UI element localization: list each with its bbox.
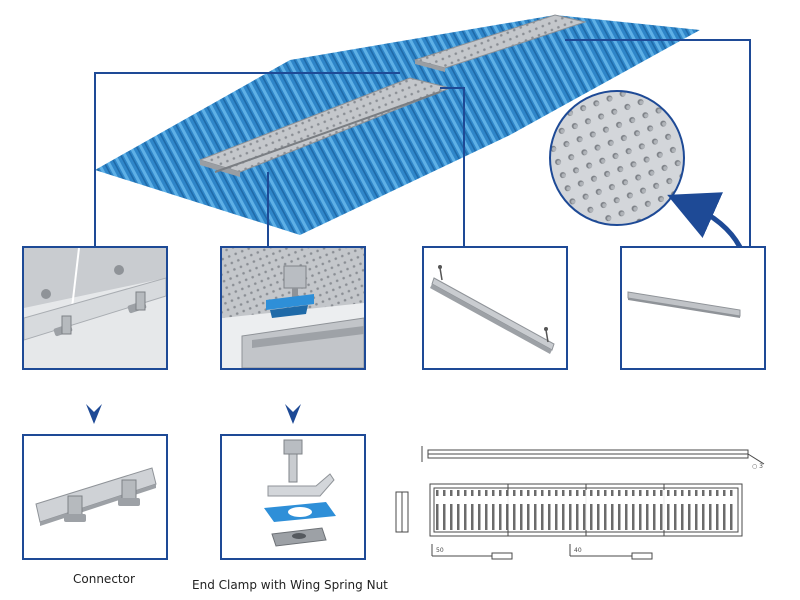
down-arrow-connector <box>86 404 102 424</box>
drawing-dimension-label-2: 40 <box>574 547 582 554</box>
connector-installed-illustration <box>24 248 166 368</box>
drawing-callout-label: ○ 3 <box>752 463 763 470</box>
down-arrow-end-clamp <box>285 404 301 424</box>
corrugated-roof <box>95 15 700 235</box>
walkway-top <box>413 14 587 72</box>
walkway-plate-illustration <box>622 248 764 368</box>
rail-illustration <box>424 248 566 368</box>
leader-lines <box>94 39 751 246</box>
caption-connector: Connector <box>73 572 135 586</box>
panel-walkway-plate <box>620 246 766 370</box>
panel-rail <box>422 246 568 370</box>
connector-product-illustration <box>24 436 166 558</box>
panel-connector-product <box>22 434 168 560</box>
panel-end-clamp-product <box>220 434 366 560</box>
end-clamp-exploded-illustration <box>222 436 364 558</box>
drawing-dimension-label-1: 50 <box>436 547 444 554</box>
panel-end-clamp-installed <box>220 246 366 370</box>
end-clamp-installed-illustration <box>222 248 364 368</box>
magnified-perforation-detail <box>549 90 685 226</box>
caption-end-clamp: End Clamp with Wing Spring Nut <box>192 578 388 592</box>
panel-connector-installed <box>22 246 168 370</box>
technical-drawing: ○ 3 50 40 <box>395 446 765 560</box>
